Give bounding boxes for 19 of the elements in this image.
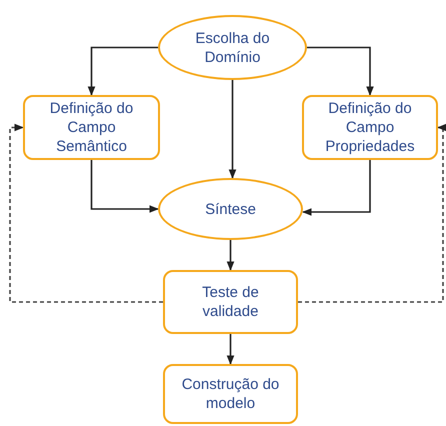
node-label: Teste de validade — [201, 283, 260, 321]
dashed-arrow — [9, 124, 163, 303]
process-box — [23, 95, 160, 160]
process-box — [302, 95, 438, 160]
arrow — [302, 160, 371, 216]
process-box — [163, 270, 298, 334]
node-label: Definição do Campo Semântico — [48, 99, 134, 156]
node-label: Escolha do Domínio — [194, 28, 271, 66]
arrow — [88, 46, 158, 96]
node-label: Construção do modelo — [181, 375, 280, 413]
process-box — [163, 364, 298, 424]
arrow — [228, 80, 236, 179]
arrow — [90, 160, 159, 213]
node-label: Síntese — [205, 200, 256, 218]
dashed-arrow — [298, 124, 446, 303]
arrow — [307, 46, 374, 96]
node-label: Definição do Campo Propriedades — [324, 99, 416, 156]
arrow — [226, 334, 234, 365]
arrow — [226, 240, 234, 271]
